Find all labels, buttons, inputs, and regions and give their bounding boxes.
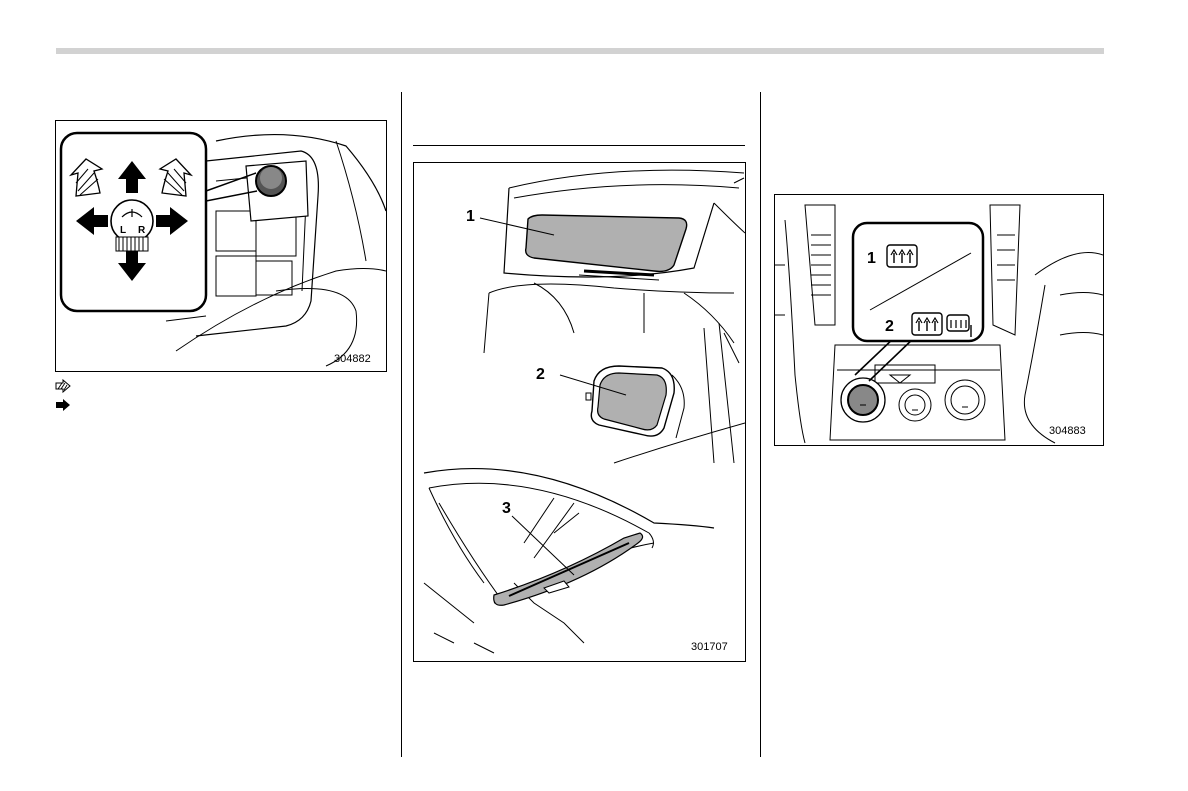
mirror-switch-figure: L R 304882 <box>55 120 387 372</box>
figure-code: 301707 <box>691 641 728 653</box>
section-rule <box>413 145 745 146</box>
column-divider-right <box>760 92 761 757</box>
knob-left-label: L <box>120 225 126 236</box>
callout-2: 2 <box>885 318 894 335</box>
figure-code: 304883 <box>1049 425 1086 437</box>
defroster-button-figure: 1 2 304883 <box>774 194 1104 446</box>
figure-code: 304882 <box>334 353 371 365</box>
hatched-arrow-icon <box>55 379 71 393</box>
knob-right-label: R <box>138 225 146 236</box>
solid-arrow-icon <box>55 398 71 412</box>
callout-2: 2 <box>536 366 545 383</box>
callout-1: 1 <box>466 208 475 225</box>
page-header-bar <box>56 48 1104 54</box>
defog-areas-figure: 1 2 3 301707 <box>413 162 746 662</box>
callout-3: 3 <box>502 500 511 517</box>
rear-defogger-icon <box>887 245 917 267</box>
defroster-button-illustration: 1 2 <box>775 195 1103 445</box>
callout-1: 1 <box>867 250 876 267</box>
legend-hatched-arrow <box>55 379 95 393</box>
defog-areas-illustration: 1 2 3 <box>414 163 745 661</box>
legend-solid-arrow <box>55 398 95 412</box>
column-divider-left <box>401 92 402 757</box>
mirror-switch-illustration: L R <box>56 121 386 371</box>
